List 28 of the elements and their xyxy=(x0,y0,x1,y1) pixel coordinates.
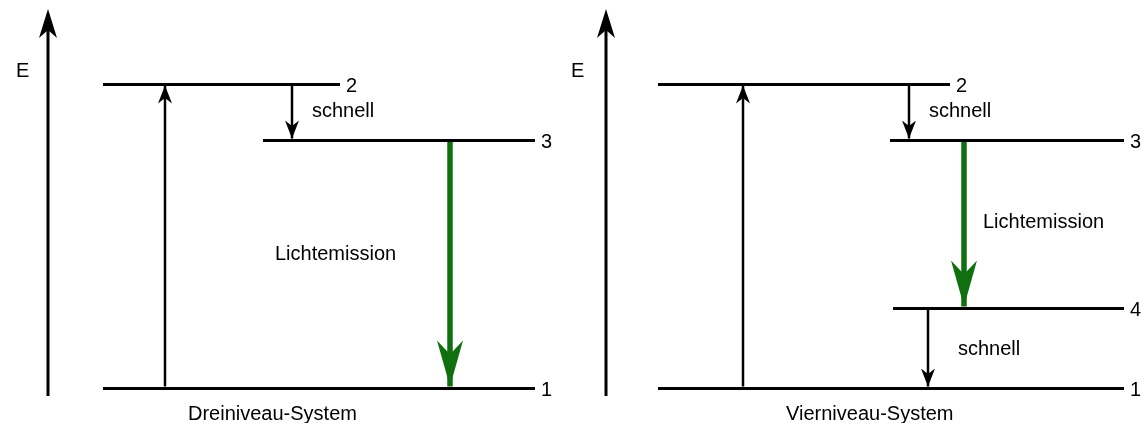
edge-label: schnell xyxy=(929,99,992,121)
edge-label: schnell xyxy=(958,337,1021,359)
axis-label: E xyxy=(16,59,30,81)
arrow xyxy=(736,85,750,387)
arrow xyxy=(902,85,916,139)
energy-level-line xyxy=(263,138,535,142)
arrow xyxy=(285,85,299,139)
energy-level-line xyxy=(893,306,1124,310)
energy-level-line xyxy=(890,138,1124,142)
edge-label: schnell xyxy=(312,99,375,121)
arrow xyxy=(921,309,935,387)
level-number: 1 xyxy=(1130,379,1142,399)
level-number: 3 xyxy=(1130,131,1142,151)
arrow xyxy=(158,85,172,387)
energy-level-line xyxy=(103,82,340,86)
arrow xyxy=(437,141,463,387)
level-number: 4 xyxy=(1130,299,1142,319)
arrow xyxy=(951,141,977,307)
energy-level-line xyxy=(658,386,1124,390)
axis-label: E xyxy=(571,59,585,81)
energy-level-line xyxy=(103,386,535,390)
edge-label: Lichtemission xyxy=(275,242,397,264)
level-number: 2 xyxy=(346,75,358,95)
level-number: 1 xyxy=(541,379,553,399)
level-number: 3 xyxy=(541,131,553,151)
level-number: 2 xyxy=(956,75,968,95)
edge-label: Lichtemission xyxy=(983,210,1105,232)
energy-level-line xyxy=(658,82,950,86)
